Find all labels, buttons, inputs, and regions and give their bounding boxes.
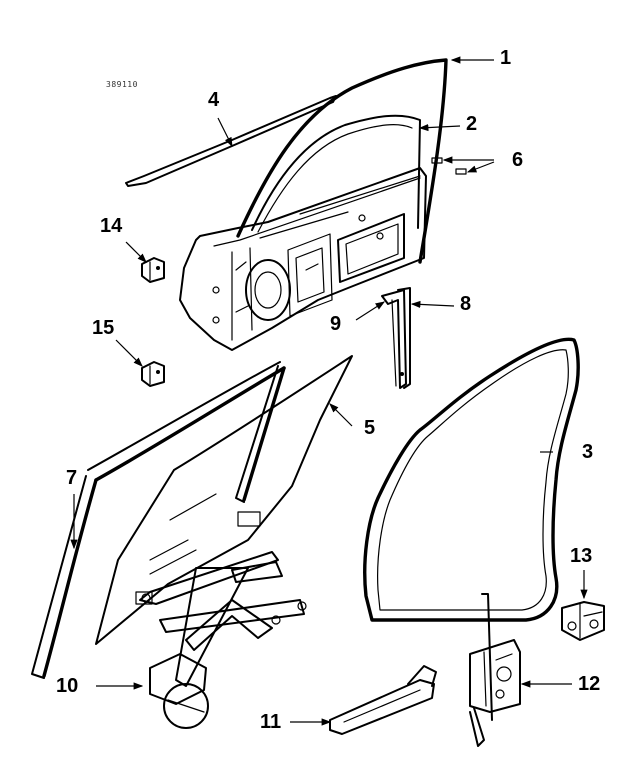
callout-11: 11 [260,711,282,733]
callout-14: 14 [100,215,123,237]
diagram-code: 389110 [106,80,138,89]
callout-9: 9 [330,313,342,335]
callout-1: 1 [500,47,512,69]
callout-5: 5 [364,417,376,439]
part-11-inside-handle [329,665,437,735]
callout-2: 2 [466,113,478,135]
part-2-window-sash [251,114,421,233]
callout-12: 12 [578,673,601,695]
callout-13: 13 [570,545,593,567]
part-10-window-regulator [135,511,307,729]
callout-15: 15 [92,317,115,339]
part-7-glass-run [31,361,286,679]
door-shell [179,167,427,351]
part-5-door-glass [95,355,353,645]
callout-3: 3 [582,441,594,463]
part-15-lower-hinge [141,361,165,387]
callout-7: 7 [66,467,78,489]
part-1-frame-weatherstrip [236,58,448,264]
part-4-belt-molding [125,95,337,187]
part-3-door-weatherstrip [363,337,580,622]
callout-4: 4 [208,89,220,111]
callout-6: 6 [512,149,524,171]
callout-8: 8 [460,293,472,315]
part-6-clips [431,157,467,175]
leader-lines [70,56,588,726]
part-13-striker [561,601,605,641]
part-12-door-lock [469,593,521,747]
callout-10: 10 [56,675,79,697]
part-14-upper-hinge [141,257,165,283]
part-8-9-rear-channel [381,287,411,389]
